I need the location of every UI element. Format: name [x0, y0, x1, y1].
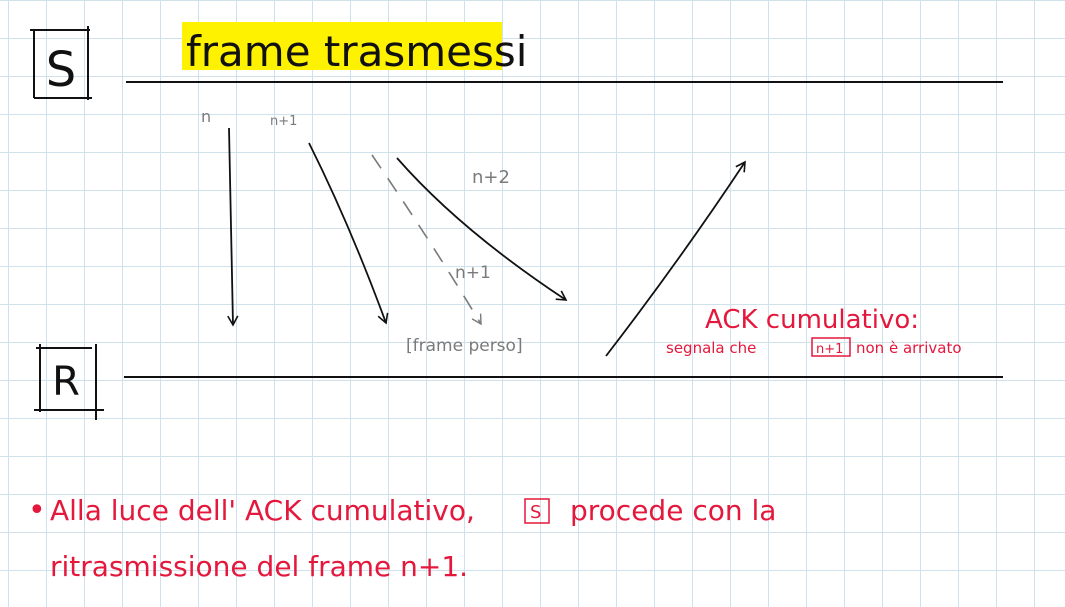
- ack-note-suffix: non è arrivato: [856, 339, 962, 357]
- conclusion-line1-b: procede con la: [570, 494, 776, 527]
- frame-n2-label: n+2: [472, 167, 510, 188]
- receiver-box: R: [34, 344, 104, 420]
- ack-note-boxed-text: n+1: [816, 342, 843, 357]
- ack-note-prefix: segnala che: [666, 339, 756, 357]
- arrow-frame-n2: [396, 157, 568, 301]
- arrow-frame-n1: [308, 142, 389, 325]
- frame-n1-lost-label: n+1: [455, 263, 491, 283]
- sender-box: S: [30, 26, 92, 100]
- frame-lost-label: [frame perso]: [406, 336, 523, 356]
- receiver-label: R: [52, 359, 80, 405]
- arrow-frame-n1-retx-lost: [371, 154, 482, 326]
- conclusion-line2: ritrasmissione del frame n+1.: [50, 550, 468, 583]
- title-text: frame trasmessi: [186, 27, 527, 76]
- conclusion-line1-a: Alla luce dell' ACK cumulativo,: [50, 494, 475, 527]
- ack-note-boxed-border: [811, 337, 851, 357]
- arrow-frame-n: [227, 127, 239, 327]
- conclusion-bullet: •: [28, 493, 46, 528]
- ack-note-title: ACK cumulativo:: [705, 305, 919, 335]
- frame-n-label: n: [201, 107, 211, 126]
- frame-n1-label: n+1: [270, 114, 297, 129]
- arrow-ack: [605, 160, 746, 357]
- title-highlight: [182, 22, 502, 70]
- conclusion-boxed-border: [524, 498, 550, 524]
- sender-label: S: [46, 42, 76, 98]
- conclusion-boxed-text: S: [530, 502, 541, 523]
